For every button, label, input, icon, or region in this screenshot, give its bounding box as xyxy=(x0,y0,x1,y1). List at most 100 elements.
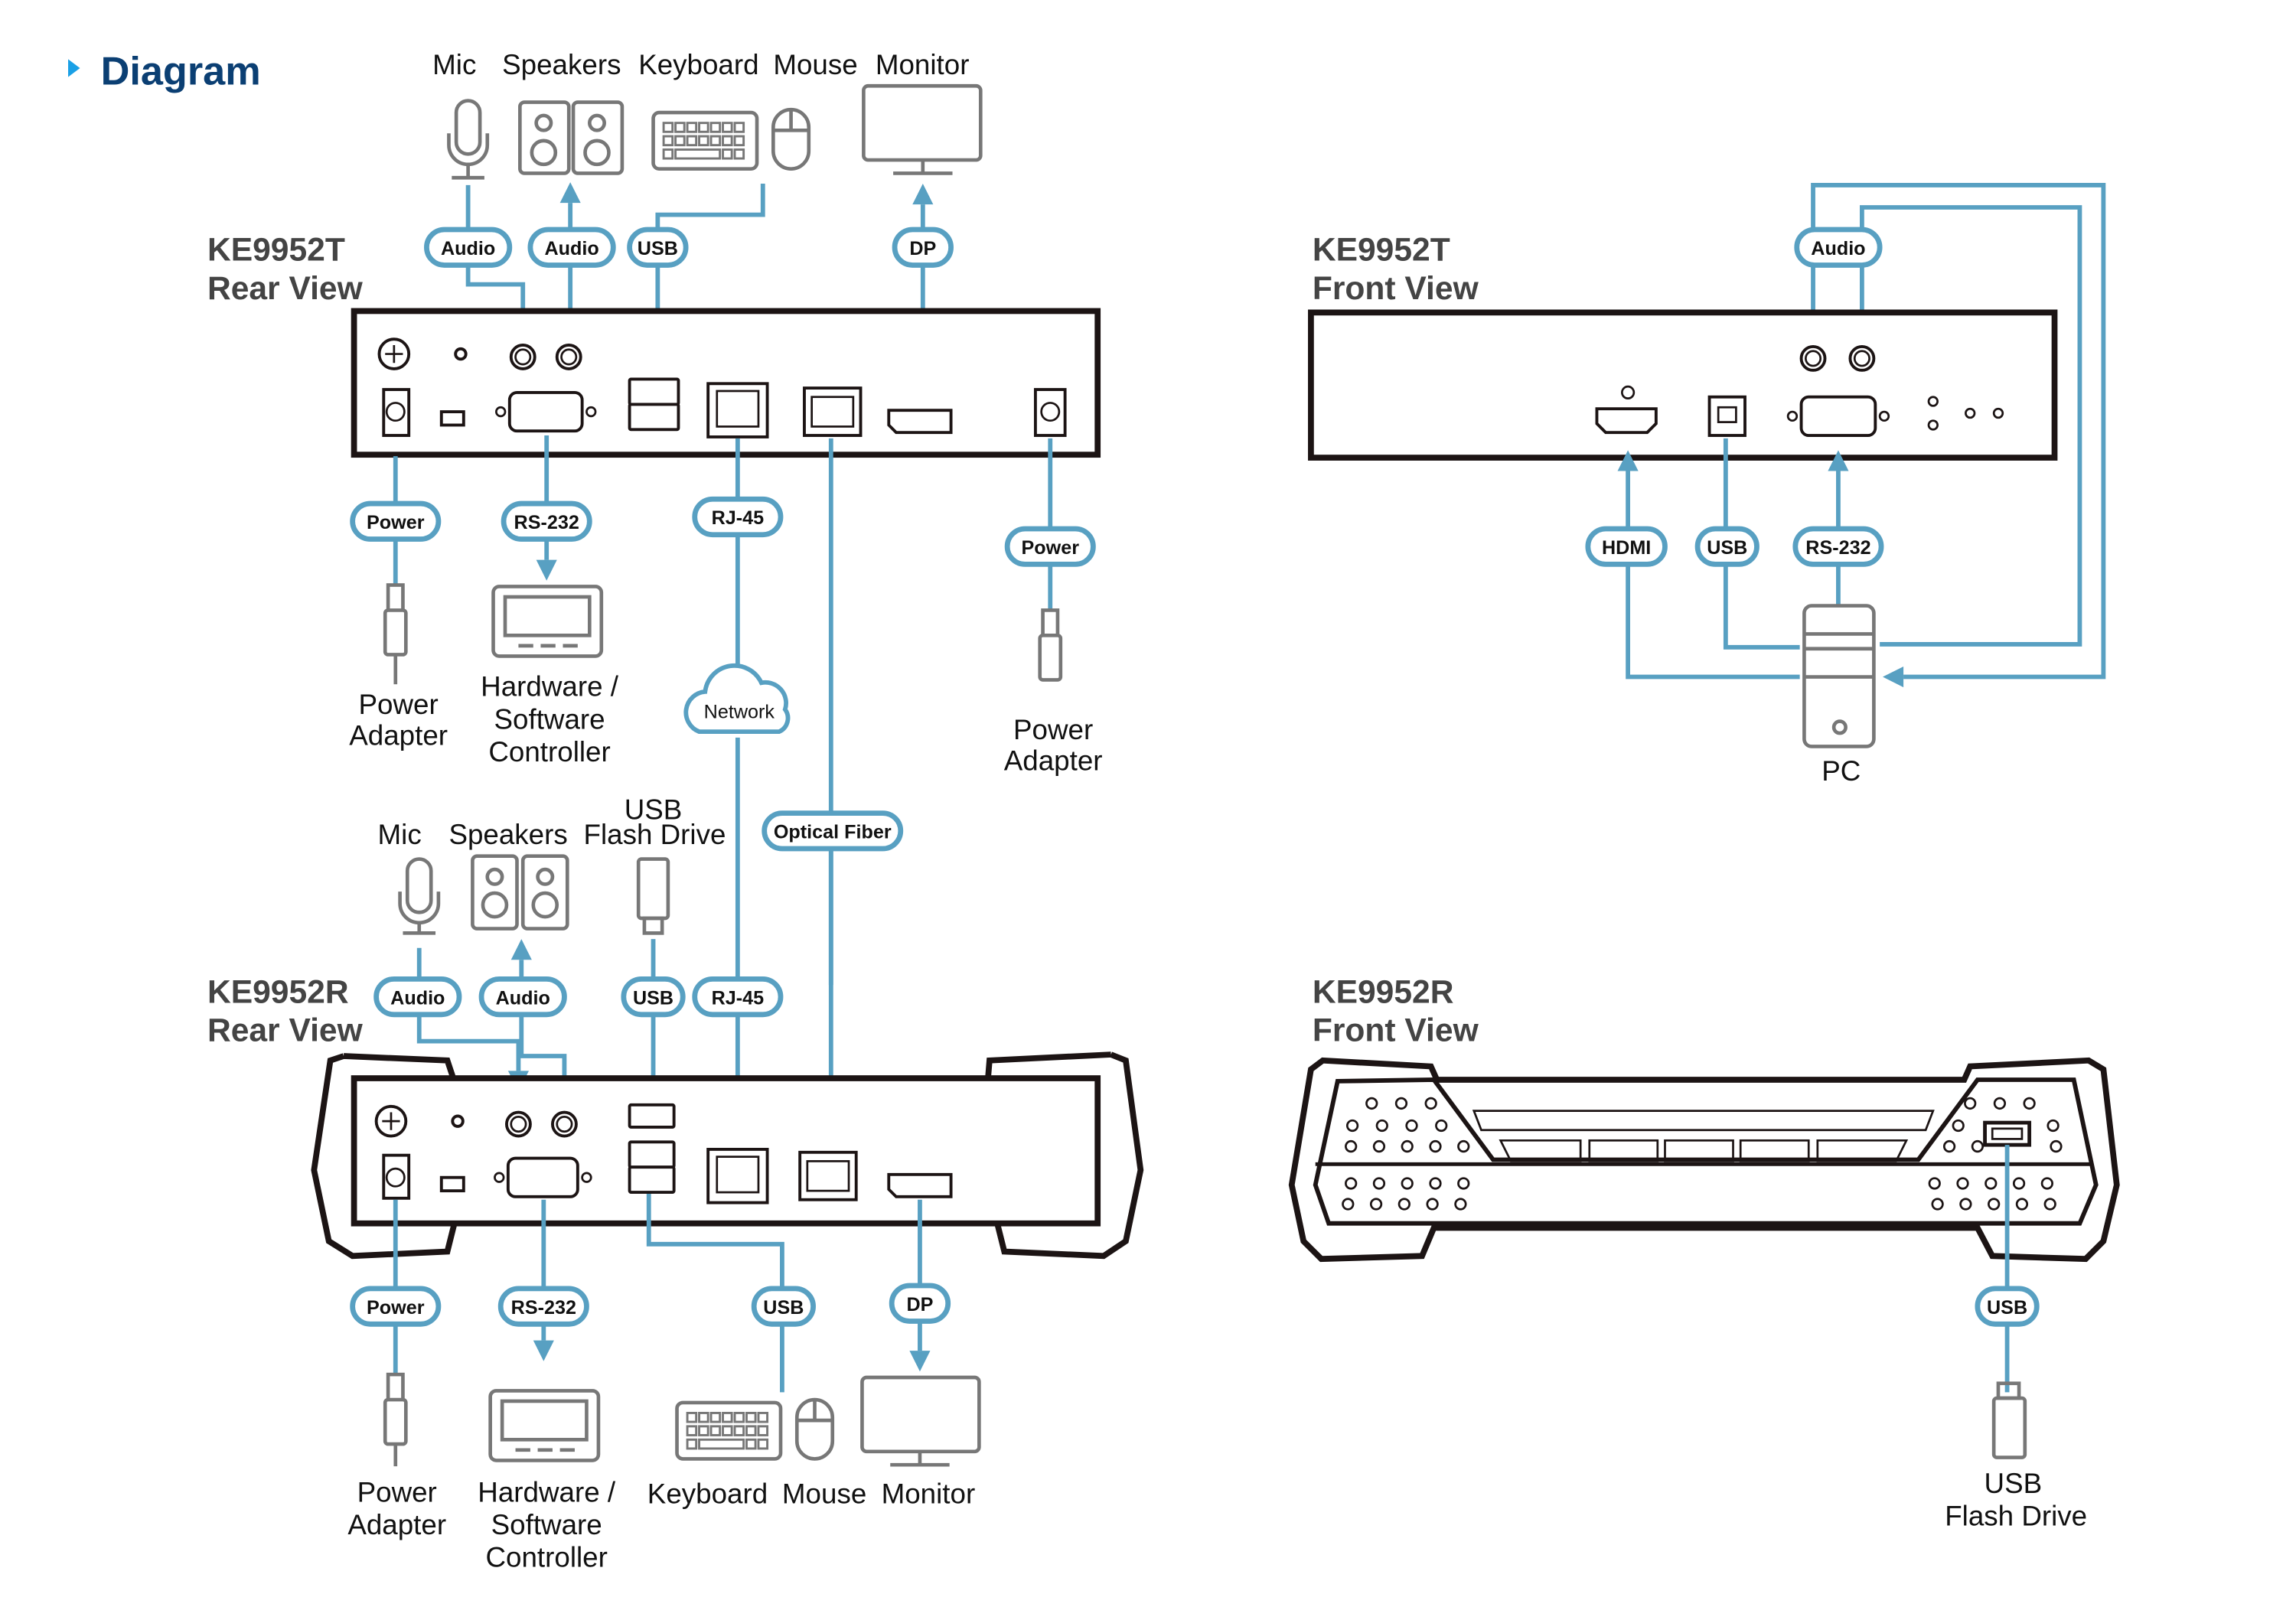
pill-audio-mic: Audio xyxy=(424,227,513,268)
t-rear-model: KE9952T xyxy=(207,232,345,269)
pill-power-left: Power xyxy=(350,500,442,542)
pill-dp-r: DP xyxy=(889,1283,951,1324)
pill-audio-front: Audio xyxy=(1794,227,1883,268)
label-monitor-r: Monitor xyxy=(882,1478,976,1510)
svg-text:DP: DP xyxy=(909,238,936,259)
svg-text:RJ-45: RJ-45 xyxy=(712,507,765,529)
t-front-view: Front View xyxy=(1313,270,1479,307)
label-controller-1: Hardware / xyxy=(481,671,619,702)
label-flash-drive-r: Flash Drive xyxy=(584,819,726,850)
mouse-icon xyxy=(794,1397,835,1461)
pill-power-r: Power xyxy=(350,1286,442,1327)
mouse-icon xyxy=(771,107,811,171)
pill-rs232: RS-232 xyxy=(501,500,592,542)
mic-icon xyxy=(447,99,490,180)
r-rear-ports xyxy=(374,1103,953,1204)
pill-rj45: RJ-45 xyxy=(692,496,784,538)
pill-rs232-front: RS-232 xyxy=(1792,526,1884,567)
svg-text:DP: DP xyxy=(906,1294,933,1315)
svg-text:Audio: Audio xyxy=(496,987,550,1009)
t-front-model: KE9952T xyxy=(1313,232,1450,269)
t-rear-ports xyxy=(377,337,1067,438)
power-adapter-icon xyxy=(383,1372,408,1467)
label-mouse-r: Mouse xyxy=(782,1478,866,1510)
svg-text:USB: USB xyxy=(1707,537,1747,559)
label-power-adapter-r-2: Adapter xyxy=(347,1509,446,1540)
svg-text:Audio: Audio xyxy=(390,987,445,1009)
svg-text:USB: USB xyxy=(763,1297,804,1319)
t-front-ports xyxy=(1595,344,2004,437)
r-rear-bumper-right xyxy=(985,1051,1144,1260)
power-adapter-icon xyxy=(1038,608,1063,682)
pc-tower-icon xyxy=(1802,604,1876,748)
ke9952t-front-section: KE9952T Front View Audio HDMI USB RS-232 xyxy=(1308,183,2106,787)
r-front-model: KE9952R xyxy=(1313,973,1454,1010)
r-rear-model: KE9952R xyxy=(207,973,349,1010)
label-power-adapter-right-2: Adapter xyxy=(1004,745,1103,776)
label-pc: PC xyxy=(1821,755,1861,787)
t-front-chassis xyxy=(1308,309,2058,461)
ke9952r-front-section: KE9952R Front View xyxy=(1288,973,2120,1532)
usb-flash-drive-icon xyxy=(636,857,670,935)
keyboard-icon xyxy=(675,1400,783,1461)
label-controller-r-3: Controller xyxy=(485,1542,607,1573)
r-rear-view: Rear View xyxy=(207,1012,364,1049)
label-power-adapter-right-1: Power xyxy=(1013,714,1093,745)
label-keyboard: Keyboard xyxy=(638,49,758,80)
r-front-view: Front View xyxy=(1313,1012,1479,1049)
usb-flash-drive-icon xyxy=(1991,1381,2027,1459)
label-power-adapter-left-1: Power xyxy=(359,689,439,720)
pill-usb-r-front: USB xyxy=(1975,1286,2040,1327)
svg-text:RS-232: RS-232 xyxy=(514,512,579,533)
label-flash-drive-front-1: USB xyxy=(1985,1468,2043,1499)
pill-audio-speakers: Audio xyxy=(527,227,616,268)
controller-icon xyxy=(491,585,604,658)
label-flash-drive-front-2: Flash Drive xyxy=(1945,1501,2087,1532)
keyboard-icon xyxy=(651,110,759,171)
pill-power-right: Power xyxy=(1004,526,1096,567)
label-keyboard-r: Keyboard xyxy=(647,1478,768,1510)
label-speakers: Speakers xyxy=(502,49,621,80)
pill-optical-fiber: Optical Fiber xyxy=(762,810,904,852)
svg-text:HDMI: HDMI xyxy=(1602,537,1651,559)
label-controller-r-1: Hardware / xyxy=(478,1477,616,1508)
label-controller-3: Controller xyxy=(488,736,610,768)
page-title: Diagram xyxy=(101,49,261,93)
label-speakers-r: Speakers xyxy=(448,819,567,850)
controller-icon xyxy=(488,1389,601,1462)
label-mouse: Mouse xyxy=(773,49,857,80)
label-monitor: Monitor xyxy=(876,49,970,80)
svg-text:USB: USB xyxy=(638,238,678,259)
ke9952r-rear-section: KE9952R Rear View Mic Speakers USB Flash… xyxy=(207,794,1144,1573)
pill-hdmi: HDMI xyxy=(1585,526,1668,567)
svg-text:Audio: Audio xyxy=(544,238,598,259)
pill-dp: DP xyxy=(892,227,954,268)
network-label: Network xyxy=(704,702,775,723)
svg-text:Power: Power xyxy=(367,512,425,533)
svg-text:RS-232: RS-232 xyxy=(1805,537,1870,559)
svg-text:Audio: Audio xyxy=(441,238,495,259)
speakers-icon xyxy=(518,100,625,175)
svg-text:USB: USB xyxy=(633,987,673,1009)
label-usb-r: USB xyxy=(625,794,683,825)
pill-usb-front: USB xyxy=(1694,526,1760,567)
pill-usb: USB xyxy=(627,227,689,268)
monitor-icon xyxy=(860,1375,981,1467)
label-power-adapter-left-2: Adapter xyxy=(349,720,448,751)
speakers-icon xyxy=(471,854,569,931)
t-rear-view: Rear View xyxy=(207,270,364,307)
diagram-header: Diagram xyxy=(68,49,261,93)
pill-rj45-r: RJ-45 xyxy=(692,976,784,1018)
power-adapter-icon xyxy=(383,583,408,685)
bullet-triangle-icon xyxy=(68,59,80,77)
pill-usb-r-bottom: USB xyxy=(751,1286,816,1327)
r-front-chassis xyxy=(1288,1057,2120,1263)
label-power-adapter-r-1: Power xyxy=(357,1477,437,1508)
svg-text:USB: USB xyxy=(1987,1297,2027,1319)
label-mic: Mic xyxy=(432,49,476,80)
svg-text:RS-232: RS-232 xyxy=(511,1297,576,1319)
ke9952t-rear-section: KE9952T Rear View Mic Speakers Keyboard … xyxy=(207,49,1103,986)
r-rear-bumper-left xyxy=(311,1053,458,1260)
label-controller-2: Software xyxy=(494,703,605,735)
